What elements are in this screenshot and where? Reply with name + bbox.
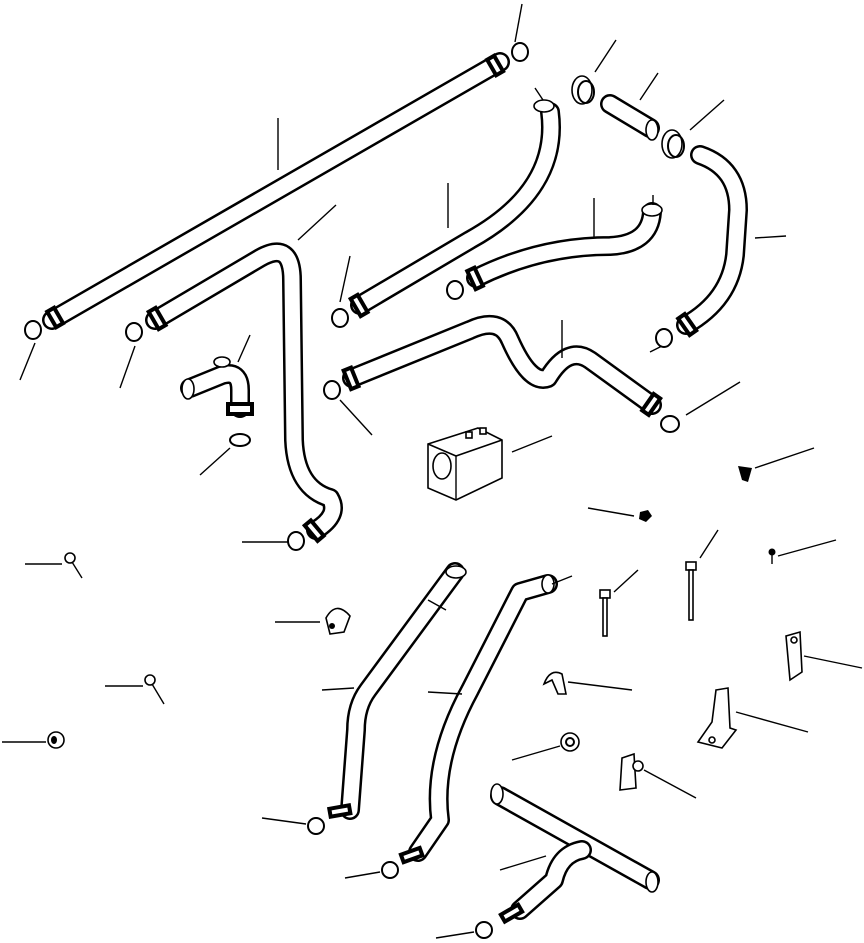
screw-left-upper: [64, 552, 83, 579]
curved-hose-upper-middle: [347, 99, 561, 319]
leader-line: [427, 691, 463, 695]
leader-line: [643, 769, 697, 799]
leader-line: [511, 745, 561, 761]
clip-bracket: [325, 607, 351, 635]
leader-line: [699, 529, 719, 559]
leader-line: [435, 931, 475, 939]
o-ring: [307, 817, 325, 835]
hose-clamp: [571, 75, 595, 105]
leader-line: [649, 345, 663, 353]
leader-line: [297, 204, 337, 241]
short-j-hose: [464, 202, 663, 292]
bolt: [685, 561, 697, 621]
leader-line: [237, 334, 251, 363]
o-ring: [331, 308, 349, 328]
small-screw: [768, 548, 776, 564]
o-ring: [660, 415, 680, 433]
o-ring: [125, 322, 143, 342]
small-clip: [738, 466, 752, 482]
long-bent-hose: [145, 242, 343, 544]
o-ring: [446, 280, 464, 300]
leader-line: [689, 99, 725, 131]
leader-line: [594, 39, 617, 73]
leader-line: [19, 342, 36, 381]
cap-plug: [47, 731, 65, 749]
angle-bracket: [696, 687, 738, 749]
top-right-hose: [675, 145, 748, 338]
long-straight-tube: [42, 52, 510, 331]
o-ring: [511, 42, 529, 62]
hose-clamp: [661, 129, 685, 159]
lower-hose-middle: [398, 574, 558, 865]
o-ring: [381, 861, 399, 879]
lower-hose-left: [326, 562, 467, 820]
elbow-fitting: [180, 356, 254, 418]
small-bracket: [619, 752, 644, 791]
leader-line: [199, 447, 231, 476]
mounting-block: [427, 427, 503, 501]
leader-line: [344, 871, 381, 879]
short-sleeve: [600, 94, 660, 141]
o-ring: [287, 531, 305, 551]
leader-line: [685, 381, 741, 416]
leader-line: [261, 817, 307, 825]
o-ring: [323, 380, 341, 400]
wavy-hose: [341, 314, 663, 418]
lower-t-hose: [490, 783, 660, 925]
washer: [560, 732, 580, 752]
upright-bracket: [785, 630, 803, 682]
leader-line: [339, 399, 373, 436]
leader-line: [321, 687, 355, 691]
leader-line: [514, 3, 523, 43]
leader-line: [803, 655, 863, 669]
leader-line: [587, 507, 635, 517]
leader-line: [119, 345, 136, 389]
o-ring: [475, 921, 493, 939]
leader-line: [639, 72, 659, 101]
leader-line: [777, 539, 837, 557]
o-ring: [655, 328, 673, 348]
leader-line: [567, 681, 633, 691]
leader-line: [735, 711, 809, 733]
leader-line: [511, 435, 553, 453]
leader-line: [613, 569, 639, 593]
small-nut: [639, 510, 652, 522]
bolt: [599, 589, 611, 637]
leader-line: [499, 855, 547, 871]
o-ring: [24, 320, 42, 340]
screw-left-lower: [144, 674, 165, 705]
leader-line: [339, 255, 351, 303]
leader-line: [754, 447, 815, 469]
leader-line: [754, 235, 787, 239]
leader-line: [534, 87, 544, 101]
o-ring: [229, 433, 251, 447]
hook-clip: [542, 671, 567, 695]
leader-line: [551, 575, 573, 585]
